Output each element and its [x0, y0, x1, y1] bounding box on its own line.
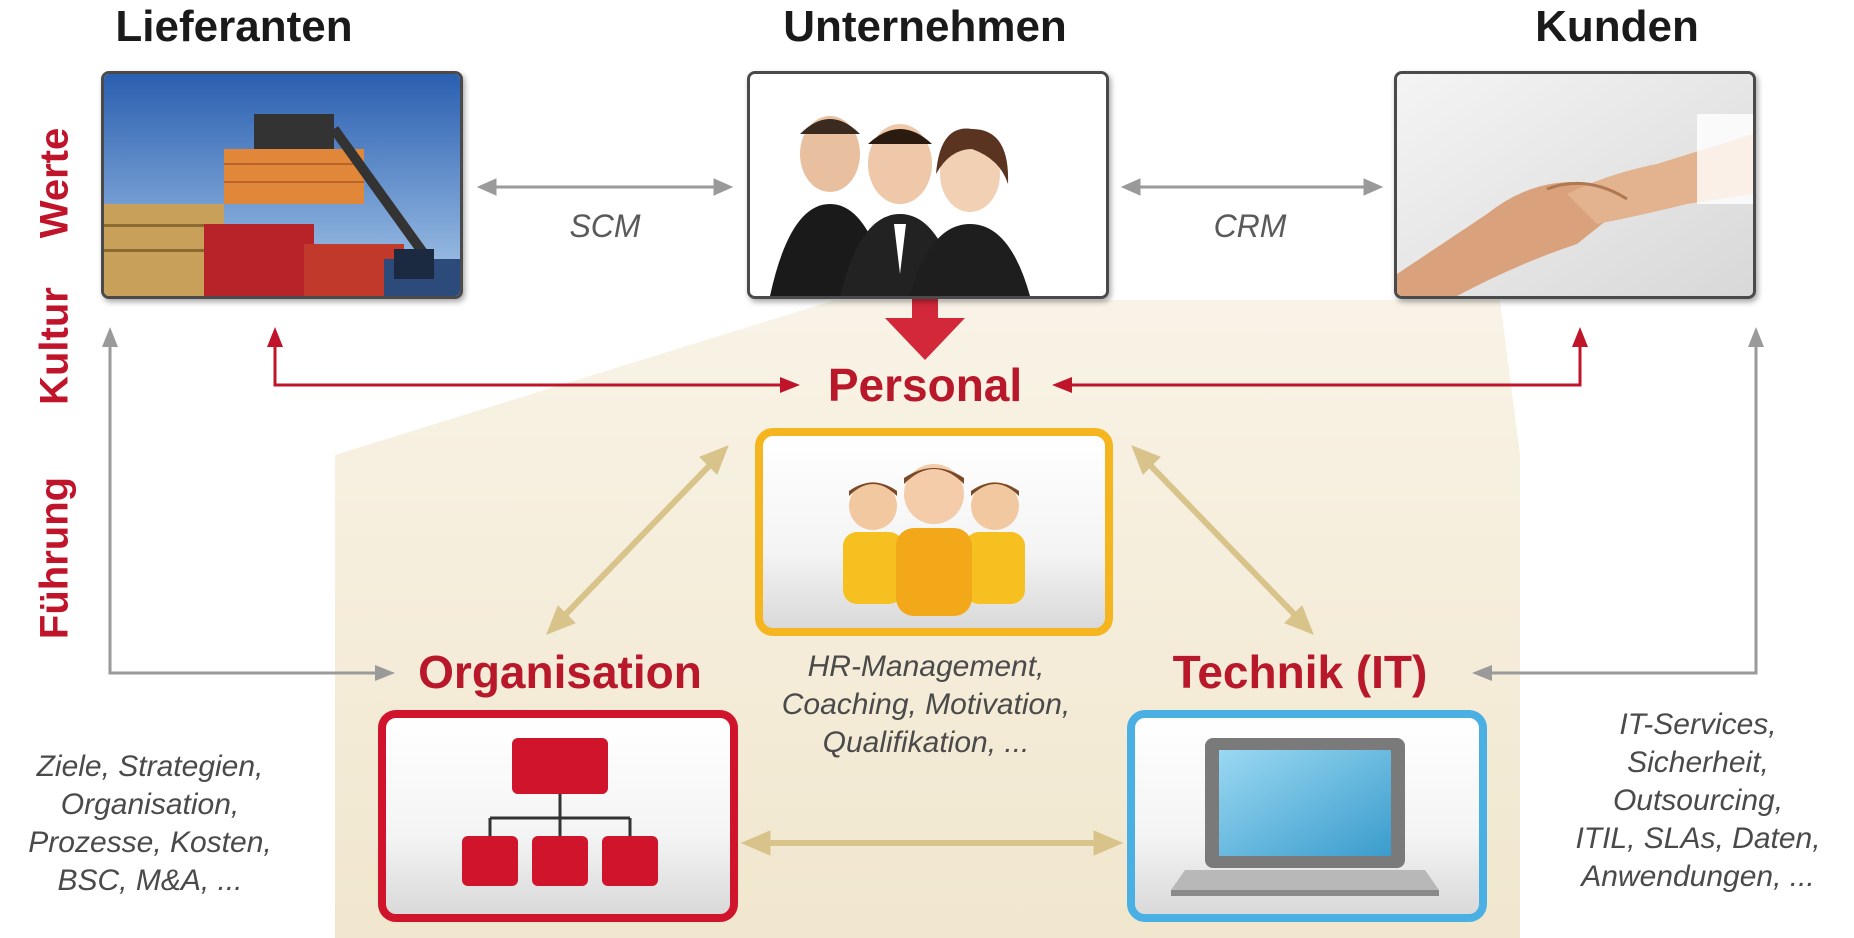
technik-box	[1127, 710, 1487, 922]
personal-desc-line: Coaching, Motivation,	[781, 688, 1071, 721]
right-gray-arrow-head-up	[1748, 327, 1764, 347]
organisation-desc: Ziele, Strategien, Organisation, Prozess…	[0, 748, 300, 900]
customers-title: Kunden	[1535, 2, 1699, 51]
side-word-werte: Werte	[32, 127, 77, 239]
technik-desc-line: Anwendungen, ...	[1581, 860, 1815, 893]
personal-box	[755, 428, 1113, 636]
organisation-desc-line: BSC, M&A, ...	[57, 864, 243, 897]
technik-heading: Technik (IT)	[1172, 646, 1428, 698]
red-arrow-left	[273, 345, 780, 387]
gold-arrow-organisation-technik	[740, 830, 1124, 856]
people-group-icon	[843, 464, 1025, 616]
technik-desc-line: ITIL, SLAs, Daten,	[1575, 822, 1821, 855]
organisation-desc-line: Organisation,	[60, 788, 240, 821]
right-gray-arrow	[1490, 345, 1758, 675]
scm-arrow	[476, 178, 734, 196]
personal-desc-line: HR-Management,	[807, 650, 1045, 683]
company-title: Unternehmen	[783, 2, 1067, 51]
technik-desc-line: IT-Services,	[1619, 708, 1777, 741]
right-gray-arrow-head-left	[1472, 665, 1492, 681]
organisation-desc-line: Ziele, Strategien,	[36, 750, 264, 783]
personal-heading: Personal	[827, 359, 1023, 411]
side-word-kultur: Kultur	[32, 287, 77, 405]
org-chart-icon	[462, 738, 658, 886]
crm-label: CRM	[1213, 208, 1287, 244]
organisation-desc-line: Prozesse, Kosten,	[28, 826, 272, 859]
side-word-fuehrung: Führung	[32, 476, 77, 640]
technik-desc: IT-Services, Sicherheit, Outsourcing, IT…	[1548, 706, 1848, 896]
suppliers-title: Lieferanten	[115, 2, 353, 51]
left-gray-arrow-head-up	[102, 327, 118, 347]
technik-desc-line: Sicherheit,	[1627, 746, 1769, 779]
customers-photo	[1394, 71, 1756, 299]
left-gray-arrow	[108, 345, 375, 675]
suppliers-photo	[101, 71, 463, 299]
gold-arrow-personal-technik	[1131, 445, 1314, 635]
company-down-arrow	[885, 298, 965, 360]
personal-desc: HR-Management, Coaching, Motivation, Qua…	[740, 648, 1112, 762]
technik-desc-line: Outsourcing,	[1612, 784, 1784, 817]
red-arrow-right	[1070, 345, 1582, 387]
crm-arrow	[1120, 178, 1384, 196]
organisation-box	[378, 710, 738, 922]
personal-desc-line: Qualifikation, ...	[822, 726, 1030, 759]
laptop-icon	[1171, 738, 1439, 896]
company-photo	[747, 71, 1109, 299]
left-gray-arrow-head-right	[375, 665, 395, 681]
organisation-heading: Organisation	[418, 646, 702, 698]
scm-label: SCM	[569, 208, 641, 244]
gold-arrow-personal-organisation	[546, 445, 729, 635]
